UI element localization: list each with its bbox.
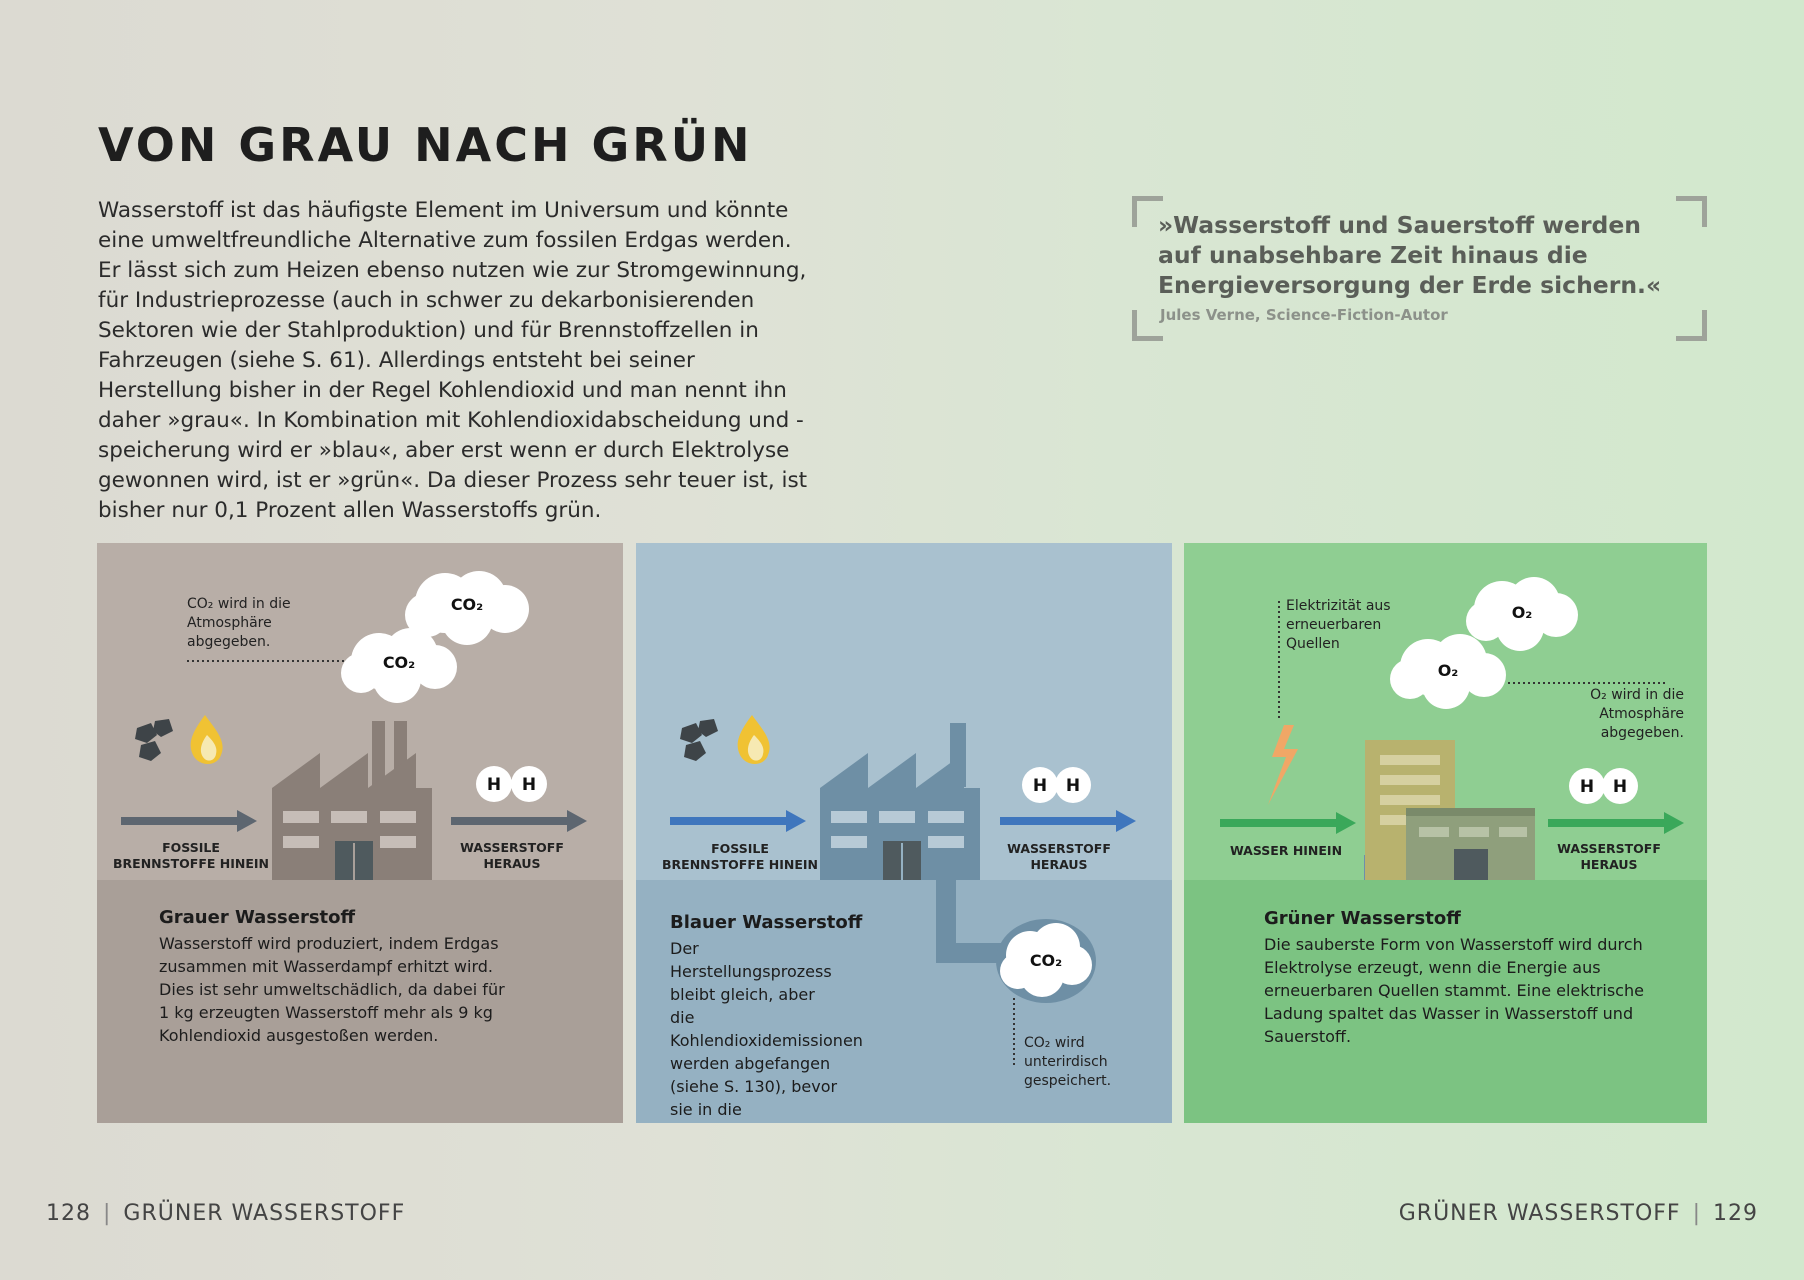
green-caption-title: Grüner Wasserstoff: [1264, 908, 1461, 929]
bracket-top-left: [1132, 196, 1163, 227]
green-cloud-1: [1466, 577, 1578, 651]
quote-text: »Wasserstoff und Sauerstoff werden auf u…: [1158, 211, 1662, 299]
blue-cloud-label: CO₂: [1029, 951, 1063, 970]
grey-cloud-2: [341, 628, 457, 703]
grey-lower-bg: [97, 880, 623, 1123]
grey-panel-illustration: [97, 543, 623, 1123]
grey-output-arrow: [451, 810, 587, 832]
blue-coal-icon: [680, 719, 718, 761]
blue-panel-illustration: [636, 543, 1172, 1123]
green-hydrogen-panel: Elektrizität aus erneuerbaren Quellen O₂…: [1184, 543, 1707, 1123]
grey-h1-label: H: [486, 775, 502, 795]
blue-lower-bg: [636, 880, 1172, 1123]
green-output-label: WASSERSTOFF HERAUS: [1557, 841, 1661, 872]
green-cloud-2-label: O₂: [1437, 661, 1459, 680]
bracket-top-right: [1676, 196, 1707, 227]
blue-input-arrow: [670, 810, 806, 832]
blue-caption-text: Der Herstellungsprozess bleibt gleich, a…: [670, 939, 863, 1119]
section-title-right: GRÜNER WASSERSTOFF: [1398, 1201, 1681, 1226]
green-lower-bg: [1184, 880, 1707, 1123]
green-output-arrow: [1548, 812, 1684, 834]
page-title: VON GRAU NACH GRÜN: [98, 118, 753, 172]
grey-caption-title: Grauer Wasserstoff: [159, 907, 356, 928]
green-panel-illustration: [1184, 543, 1707, 1123]
blue-caption-title: Blauer Wasserstoff: [670, 912, 863, 933]
grey-h2-molecule: [476, 766, 547, 802]
green-o2-note: O₂ wird in die Atmosphäre abgegeben.: [1590, 687, 1684, 741]
blue-flame-icon: [737, 715, 770, 764]
grey-input-arrow: [121, 810, 257, 832]
grey-hydrogen-panel: CO₂ wird in die Atmosphäre abgegeben. CO…: [97, 543, 623, 1123]
flame-icon: [190, 715, 223, 764]
green-electricity-note: Elektrizität aus erneuerbaren Quellen: [1286, 598, 1391, 652]
blue-input-label: FOSSILE BRENNSTOFFE HINEIN: [662, 841, 818, 872]
quote-author: Jules Verne, Science-Fiction-Autor: [1160, 306, 1448, 324]
bracket-bottom-right: [1676, 310, 1707, 341]
grey-h2-label: H: [521, 775, 537, 795]
grey-input-label: FOSSILE BRENNSTOFFE HINEIN: [113, 840, 269, 871]
grey-cloud-2-label: CO₂: [382, 653, 416, 672]
grey-cloud-1-label: CO₂: [450, 595, 484, 614]
footer-right: GRÜNER WASSERSTOFF | 129: [1399, 1201, 1758, 1226]
green-caption-text: Die sauberste Form von Wasserstoff wird …: [1264, 935, 1644, 1046]
green-input-arrow: [1220, 812, 1356, 834]
green-h1-label: H: [1579, 777, 1595, 797]
grey-cloud-1: [405, 571, 529, 645]
bracket-bottom-left: [1132, 310, 1163, 341]
green-cloud-1-label: O₂: [1511, 603, 1533, 622]
blue-h1-label: H: [1032, 776, 1048, 796]
grey-co2-note: CO₂ wird in die Atmosphäre abgegeben.: [187, 596, 291, 650]
grey-caption-text: Wasserstoff wird produziert, indem Erdga…: [159, 934, 505, 1045]
green-cloud-2: [1390, 634, 1506, 709]
intro-paragraph: Wasserstoff ist das häufigste Element im…: [98, 198, 808, 523]
grey-output-label: WASSERSTOFF HERAUS: [460, 840, 564, 871]
blue-factory-windows: [831, 811, 964, 848]
blue-storage-note: CO₂ wird unterirdisch gespeichert.: [1024, 1035, 1112, 1089]
blue-output-arrow: [1000, 810, 1136, 832]
green-low-building: [1406, 808, 1535, 880]
co2-pipe: [936, 880, 1011, 963]
blue-output-label: WASSERSTOFF HERAUS: [1007, 841, 1111, 872]
coal-icon: [135, 719, 173, 761]
green-input-label: WASSER HINEIN: [1229, 843, 1343, 858]
grey-factory-windows: [283, 811, 416, 848]
blue-h2-molecule: [1022, 767, 1091, 803]
green-h2-label: H: [1612, 777, 1628, 797]
page-number-right: 129: [1713, 1201, 1758, 1226]
footer-separator-right: |: [1692, 1201, 1701, 1226]
quote-box: »Wasserstoff und Sauerstoff werden auf u…: [1132, 196, 1707, 341]
page-number-left: 128: [46, 1201, 91, 1226]
blue-cloud: [1000, 923, 1092, 997]
blue-hydrogen-panel: H H CO₂ FOSSILE BRENNSTOFFE HINEIN WASSE…: [636, 543, 1172, 1123]
section-title-left: GRÜNER WASSERSTOFF: [123, 1201, 406, 1226]
lightning-icon: [1268, 725, 1298, 805]
footer-separator-left: |: [103, 1201, 112, 1226]
footer-left: 128 | GRÜNER WASSERSTOFF: [46, 1201, 405, 1226]
blue-h2-label: H: [1065, 776, 1081, 796]
green-h2-molecule: [1569, 768, 1638, 804]
